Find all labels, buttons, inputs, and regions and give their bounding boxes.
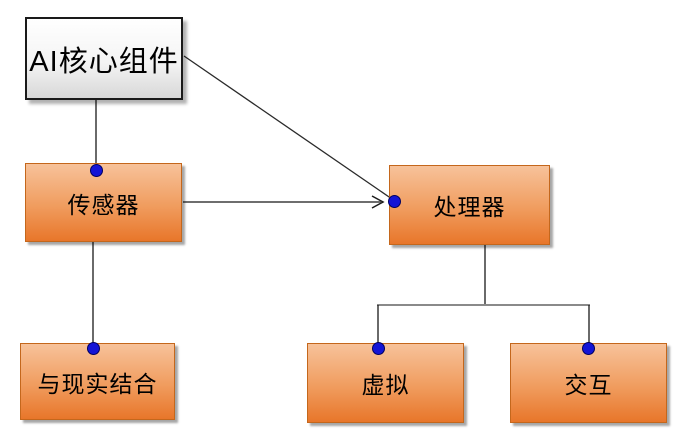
edge-ai-core-processor [183, 55, 393, 200]
connection-dot-processor [388, 195, 401, 208]
edge-sensor-processor-arrowhead [371, 195, 385, 209]
connection-dot-reality [87, 342, 100, 355]
node-sensor[interactable]: 传感器 [25, 163, 182, 242]
node-reality[interactable]: 与现实结合 [20, 343, 175, 420]
node-virtual[interactable]: 虚拟 [307, 343, 464, 423]
node-interaction[interactable]: 交互 [510, 343, 667, 423]
connection-dot-virtual [372, 342, 385, 355]
connection-dot-sensor [90, 164, 103, 177]
node-ai-core[interactable]: AI核心组件 [25, 17, 183, 100]
node-processor[interactable]: 处理器 [389, 165, 550, 245]
connection-dot-interaction [582, 342, 595, 355]
